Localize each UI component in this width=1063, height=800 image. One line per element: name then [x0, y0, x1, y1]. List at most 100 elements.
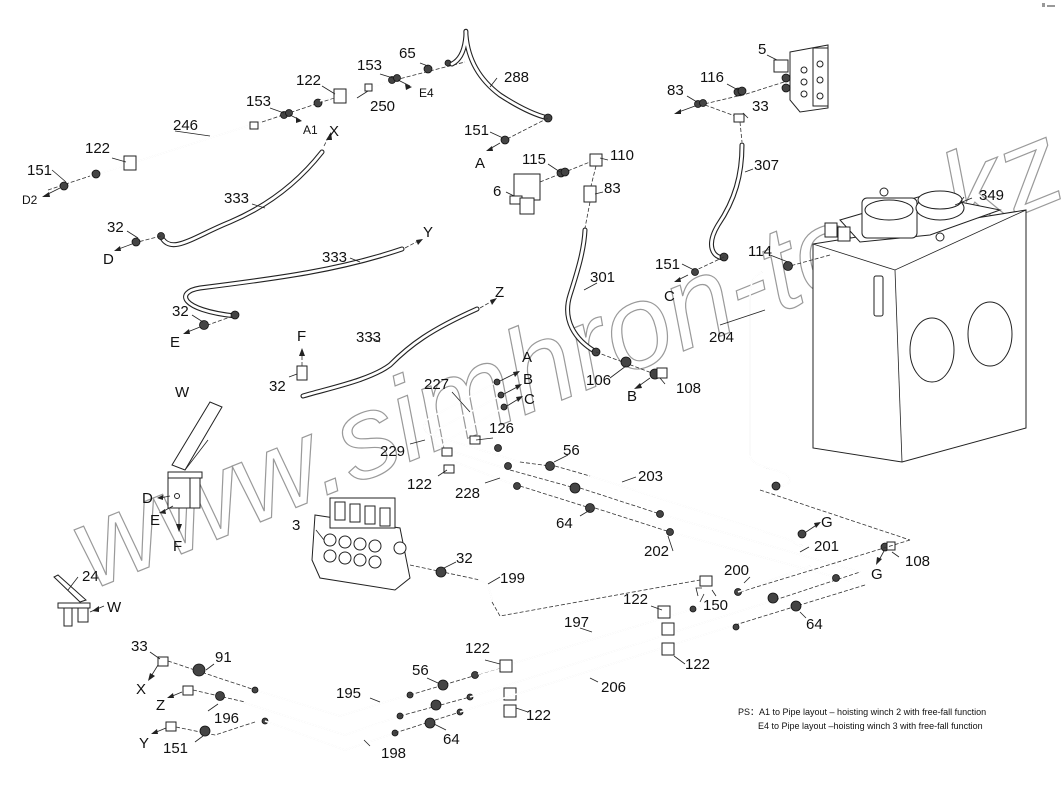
part-label-106[interactable]: 106	[586, 372, 611, 389]
part-label-108[interactable]: 108	[676, 380, 701, 397]
part-label-108[interactable]: 108	[905, 553, 930, 570]
pipe-204	[749, 254, 911, 541]
part-label-65[interactable]: 65	[399, 45, 416, 62]
part-label-32[interactable]: 32	[456, 550, 473, 567]
part-label-333[interactable]: 333	[356, 329, 381, 346]
part-label-122[interactable]: 122	[685, 656, 710, 673]
part-label-227[interactable]: 227	[424, 376, 449, 393]
port-label-w: W	[175, 384, 190, 401]
pedal-w	[157, 401, 223, 532]
port-label-a: A	[475, 155, 485, 172]
part-label-56[interactable]: 56	[563, 442, 580, 459]
part-label-288[interactable]: 288	[504, 69, 529, 86]
pipe-bundle-227-229	[423, 371, 595, 513]
part-label-197[interactable]: 197	[564, 614, 589, 631]
part-label-199[interactable]: 199	[500, 570, 525, 587]
port-label-y: Y	[139, 735, 149, 752]
part-label-206[interactable]: 206	[601, 679, 626, 696]
part-label-196[interactable]: 196	[214, 710, 239, 727]
elbow-33	[733, 113, 745, 123]
part-label-151[interactable]: 151	[163, 740, 188, 757]
fitting-83	[583, 185, 597, 203]
part-label-198[interactable]: 198	[381, 745, 406, 762]
part-label-83[interactable]: 83	[667, 82, 684, 99]
part-label-122[interactable]: 122	[407, 476, 432, 493]
part-label-202[interactable]: 202	[644, 543, 669, 560]
pipe-202	[594, 507, 866, 586]
port-label-f: F	[173, 538, 182, 555]
part-label-33[interactable]: 33	[131, 638, 148, 655]
part-label-228[interactable]: 228	[455, 485, 480, 502]
part-label-195[interactable]: 195	[336, 685, 361, 702]
port-label-d: D	[103, 251, 114, 268]
hose-333-z	[296, 298, 497, 399]
part-label-32[interactable]: 32	[172, 303, 189, 320]
part-label-122[interactable]: 122	[623, 591, 648, 608]
valve-6-assembly	[509, 153, 668, 389]
part-label-114[interactable]: 114	[748, 243, 772, 260]
port-label-g: G	[821, 514, 833, 531]
pipe-198	[151, 584, 866, 751]
part-label-201[interactable]: 201	[814, 538, 839, 555]
part-label-126[interactable]: 126	[489, 420, 514, 437]
part-label-32[interactable]: 32	[107, 219, 124, 236]
part-label-33[interactable]: 33	[752, 98, 769, 115]
part-label-3[interactable]: 3	[292, 517, 300, 534]
port-label-x: X	[136, 681, 146, 698]
part-label-150[interactable]: 150	[703, 597, 728, 614]
part-label-204[interactable]: 204	[709, 329, 734, 346]
part-label-91[interactable]: 91	[215, 649, 232, 666]
part-label-250[interactable]: 250	[370, 98, 395, 115]
port-label-w: W	[107, 599, 122, 616]
part-label-24[interactable]: 24	[82, 568, 99, 585]
port-label-z: Z	[495, 284, 504, 301]
part-label-56[interactable]: 56	[412, 662, 429, 679]
port-label-a: A	[522, 349, 532, 366]
part-labels: 151 122 246 153 122 153 65 250 288 151 1…	[27, 41, 1004, 762]
part-label-64[interactable]: 64	[556, 515, 573, 532]
part-label-153[interactable]: 153	[246, 93, 271, 110]
part-label-122[interactable]: 122	[465, 640, 490, 657]
port-label-f: F	[297, 328, 306, 345]
port-label-d2: D2	[22, 193, 38, 207]
part-label-122[interactable]: 122	[526, 707, 551, 724]
part-label-6[interactable]: 6	[493, 183, 501, 200]
leader-lines	[51, 54, 965, 747]
part-label-153[interactable]: 153	[357, 57, 382, 74]
part-label-301[interactable]: 301	[590, 269, 615, 286]
port-label-e: E	[150, 512, 160, 529]
part-label-246[interactable]: 246	[173, 117, 198, 134]
part-label-122[interactable]: 122	[296, 72, 321, 89]
level-gauge	[873, 275, 884, 317]
part-label-333[interactable]: 333	[322, 249, 347, 266]
part-label-151[interactable]: 151	[464, 122, 489, 139]
part-label-151[interactable]: 151	[27, 162, 52, 179]
part-label-229[interactable]: 229	[380, 443, 405, 460]
part-label-122[interactable]: 122	[85, 140, 110, 157]
port-label-e: E	[170, 334, 180, 351]
part-label-110[interactable]: 110	[610, 147, 634, 164]
port-label-y: Y	[423, 224, 433, 241]
clamp-122	[123, 155, 137, 171]
pipe-201	[579, 487, 861, 573]
part-label-307[interactable]: 307	[754, 157, 779, 174]
port-label-b: B	[523, 371, 533, 388]
corner-mark	[1042, 3, 1055, 7]
part-label-32[interactable]: 32	[269, 378, 286, 395]
part-label-116[interactable]: 116	[700, 69, 724, 86]
footnote: PS：A1 to Pipe layout – hoisting winch 2 …	[738, 707, 986, 731]
part-label-64[interactable]: 64	[806, 616, 823, 633]
part-label-200[interactable]: 200	[724, 562, 749, 579]
part-label-83[interactable]: 83	[604, 180, 621, 197]
part-label-64[interactable]: 64	[443, 731, 460, 748]
part-label-333[interactable]: 333	[224, 190, 249, 207]
part-label-349[interactable]: 349	[979, 187, 1004, 204]
part-label-115[interactable]: 115	[522, 151, 546, 168]
part-label-151[interactable]: 151	[655, 256, 680, 273]
pipe-200-150	[689, 565, 811, 631]
part-label-5[interactable]: 5	[758, 41, 766, 58]
part-label-203[interactable]: 203	[638, 468, 663, 485]
tee-110	[589, 153, 603, 167]
pedal-24	[53, 574, 105, 627]
